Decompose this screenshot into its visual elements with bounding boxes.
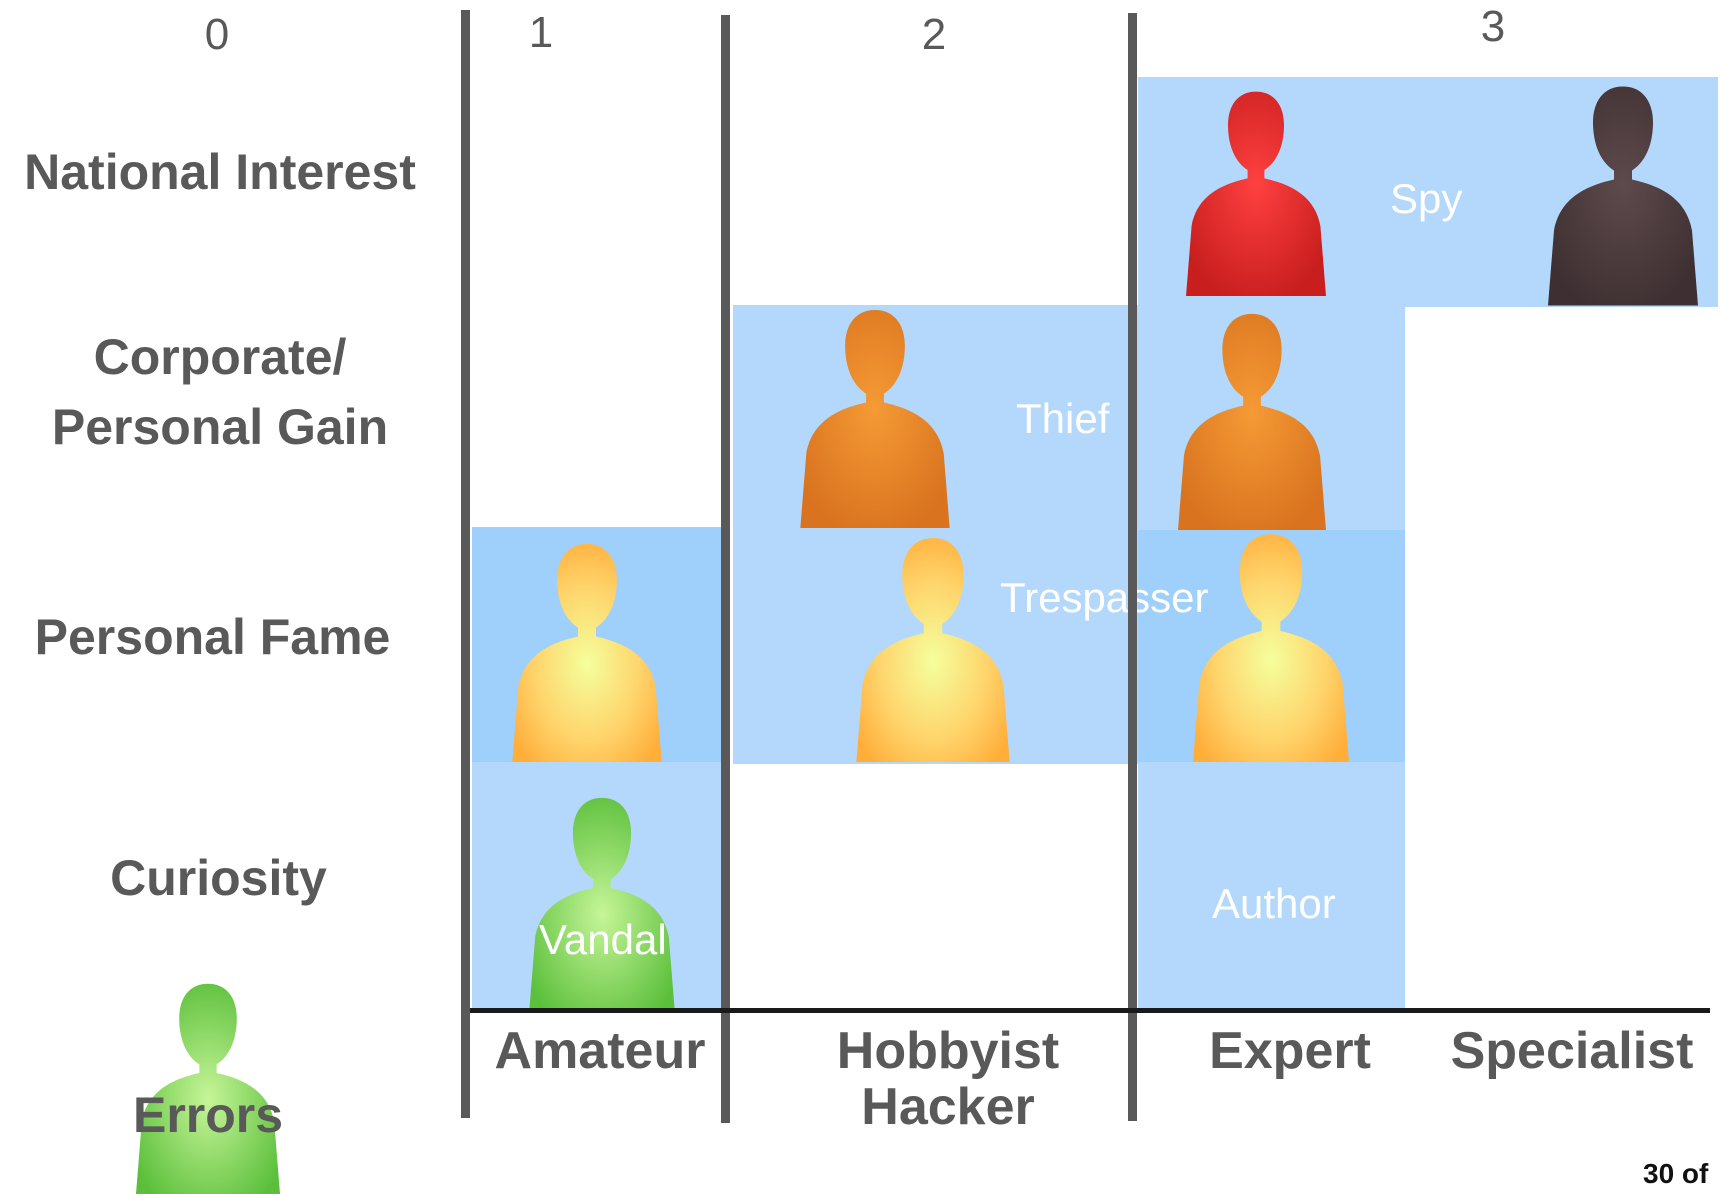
- baseline-axis: [470, 1008, 1710, 1013]
- column-label-expert: Expert: [1209, 1022, 1371, 1080]
- column-number-3: 3: [1480, 2, 1506, 51]
- trespasser-hobbyist-person-icon: [848, 532, 1018, 762]
- divider-line-3: [1128, 13, 1137, 1121]
- thief-expert-person-icon: [1172, 308, 1332, 530]
- role-label-vandal: Vandal: [539, 916, 667, 963]
- role-label-errors: Errors: [133, 1087, 284, 1143]
- column-number-2: 2: [921, 10, 947, 59]
- role-label-spy: Spy: [1390, 175, 1463, 222]
- role-label-thief: Thief: [1016, 395, 1110, 442]
- column-number-1: 1: [528, 8, 554, 57]
- vandal-person-icon: [527, 792, 677, 1010]
- row-label-national-interest: National Interest: [24, 144, 416, 200]
- column-label-amateur: Amateur: [494, 1022, 706, 1080]
- role-label-trespasser: Trespasser: [1000, 574, 1209, 621]
- divider-line-1: [461, 10, 470, 1118]
- spy-specialist-person-icon: [1548, 80, 1698, 306]
- page-number: 30 of: [1643, 1158, 1709, 1189]
- column-number-0: 0: [204, 10, 230, 59]
- vandal-fame-person-icon: [512, 538, 662, 762]
- spy-expert-person-icon: [1186, 78, 1326, 304]
- row-label-curiosity: Curiosity: [110, 850, 327, 906]
- region-author: [1138, 762, 1405, 1010]
- trespasser-expert-person-icon: [1170, 528, 1372, 762]
- divider-line-2: [721, 15, 730, 1123]
- role-label-author: Author: [1212, 880, 1336, 927]
- row-label-personal-fame: Personal Fame: [34, 609, 391, 665]
- row-label-corporate-gain: Corporate/Personal Gain: [51, 329, 389, 455]
- thief-hobbyist-person-icon: [800, 304, 950, 528]
- column-label-specialist: Specialist: [1450, 1022, 1694, 1080]
